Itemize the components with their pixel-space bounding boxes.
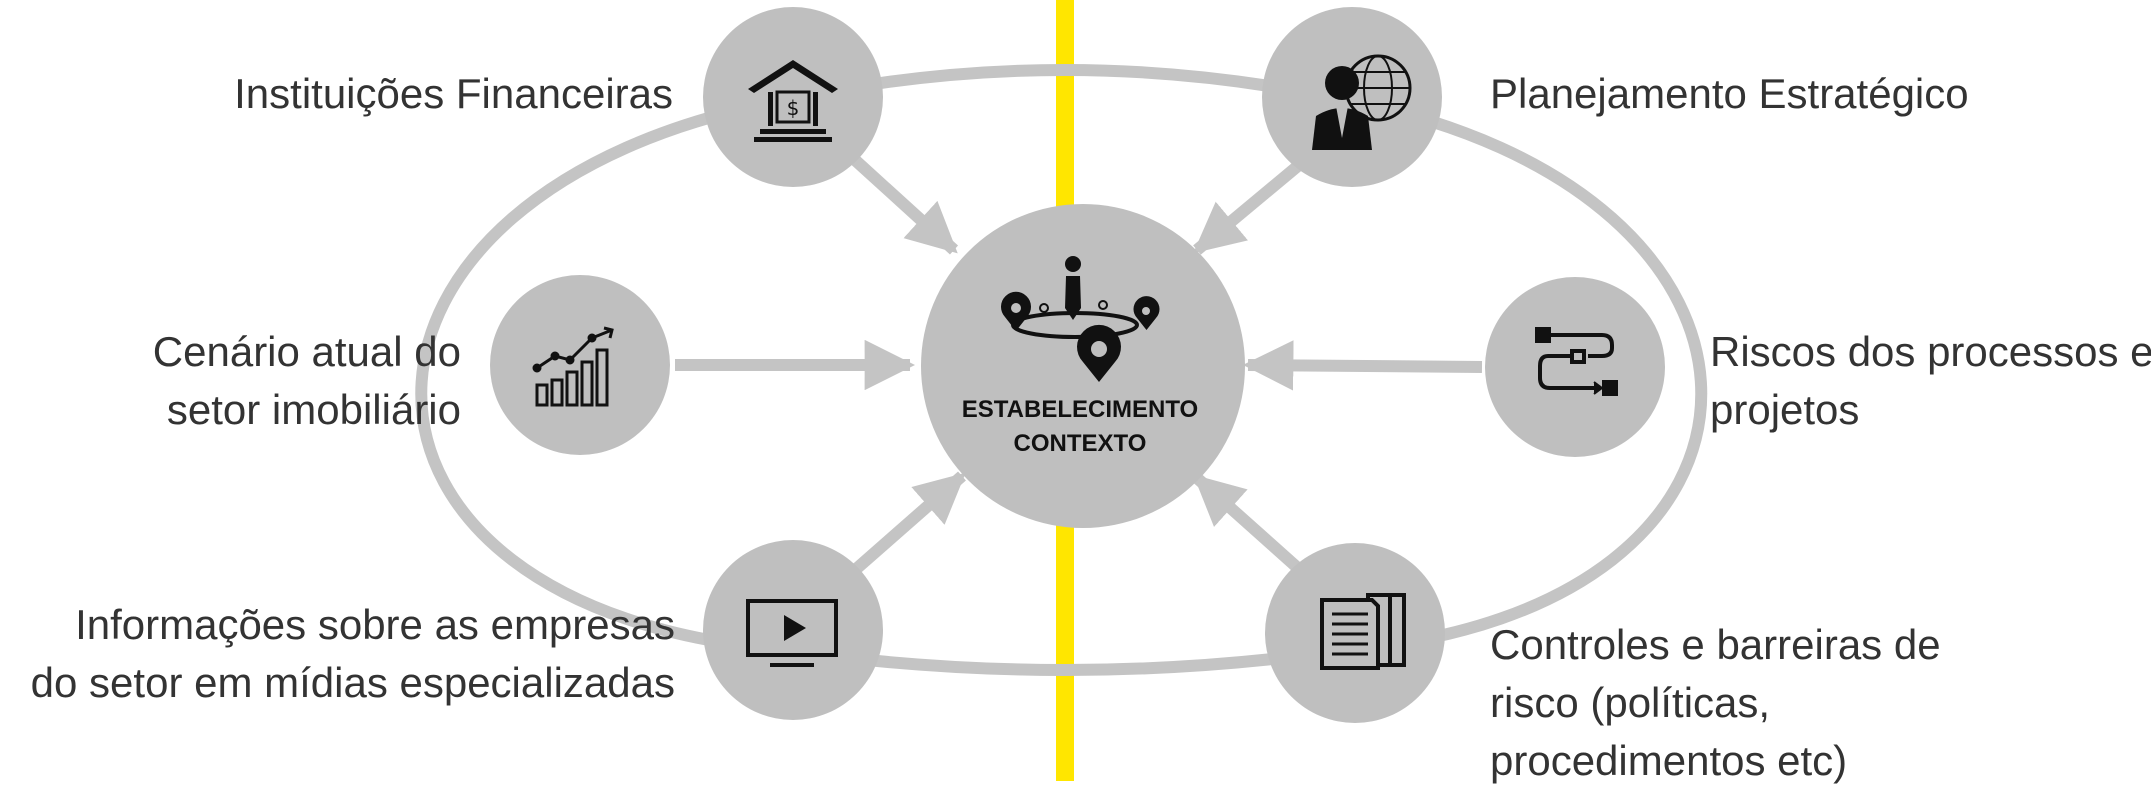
center-title: ESTABELECIMENTO CONTEXTO bbox=[880, 393, 1280, 461]
center-node bbox=[921, 204, 1245, 528]
label-line: Planejamento Estratégico bbox=[1490, 70, 1969, 117]
label-line: setor imobiliário bbox=[166, 386, 461, 433]
node-planejamento bbox=[1262, 7, 1442, 187]
label-informacoes-empresas: Informações sobre as empresas do setor e… bbox=[31, 596, 675, 712]
label-planejamento-estrategico: Planejamento Estratégico bbox=[1490, 65, 1969, 123]
svg-text:$: $ bbox=[787, 96, 800, 120]
label-line: projetos bbox=[1710, 386, 1860, 433]
arrow-controles bbox=[1193, 473, 1304, 575]
label-line: procedimentos etc) bbox=[1490, 737, 1848, 784]
center-title-line-2: CONTEXTO bbox=[1013, 430, 1147, 457]
arrow-instituicoes bbox=[850, 155, 959, 255]
label-line: Riscos dos processos e bbox=[1710, 328, 2151, 375]
node-instituicoes bbox=[703, 7, 883, 187]
label-line: Cenário atual do bbox=[152, 328, 461, 375]
label-riscos-processos: Riscos dos processos e projetos bbox=[1710, 323, 2151, 439]
label-line: do setor em mídias especializadas bbox=[30, 659, 675, 706]
arrow-informacoes bbox=[851, 471, 966, 575]
arrow-planejamento bbox=[1193, 155, 1309, 255]
label-controles-barreiras: Controles e barreiras de risco (política… bbox=[1490, 616, 1941, 790]
documents-icon bbox=[1320, 593, 1406, 670]
person-map-pins-icon bbox=[1001, 256, 1160, 382]
label-line: Instituições Financeiras bbox=[234, 70, 673, 117]
label-line: Informações sobre as empresas bbox=[75, 601, 675, 648]
label-cenario-atual: Cenário atual do setor imobiliário bbox=[153, 323, 461, 439]
label-line: Controles e barreiras de bbox=[1490, 621, 1941, 668]
growth-chart-icon bbox=[532, 326, 614, 407]
node-riscos bbox=[1485, 277, 1665, 457]
center-title-line-1: ESTABELECIMENTO bbox=[961, 396, 1199, 423]
process-flow-icon bbox=[1535, 327, 1618, 396]
bank-icon: $ bbox=[748, 60, 838, 142]
businessman-globe-icon bbox=[1312, 54, 1412, 150]
label-instituicoes-financeiras: Instituições Financeiras bbox=[234, 65, 673, 123]
label-line: risco (políticas, bbox=[1490, 679, 1771, 726]
node-cenario bbox=[490, 275, 670, 455]
arrow-riscos bbox=[1242, 340, 1483, 391]
video-player-icon bbox=[746, 599, 838, 667]
